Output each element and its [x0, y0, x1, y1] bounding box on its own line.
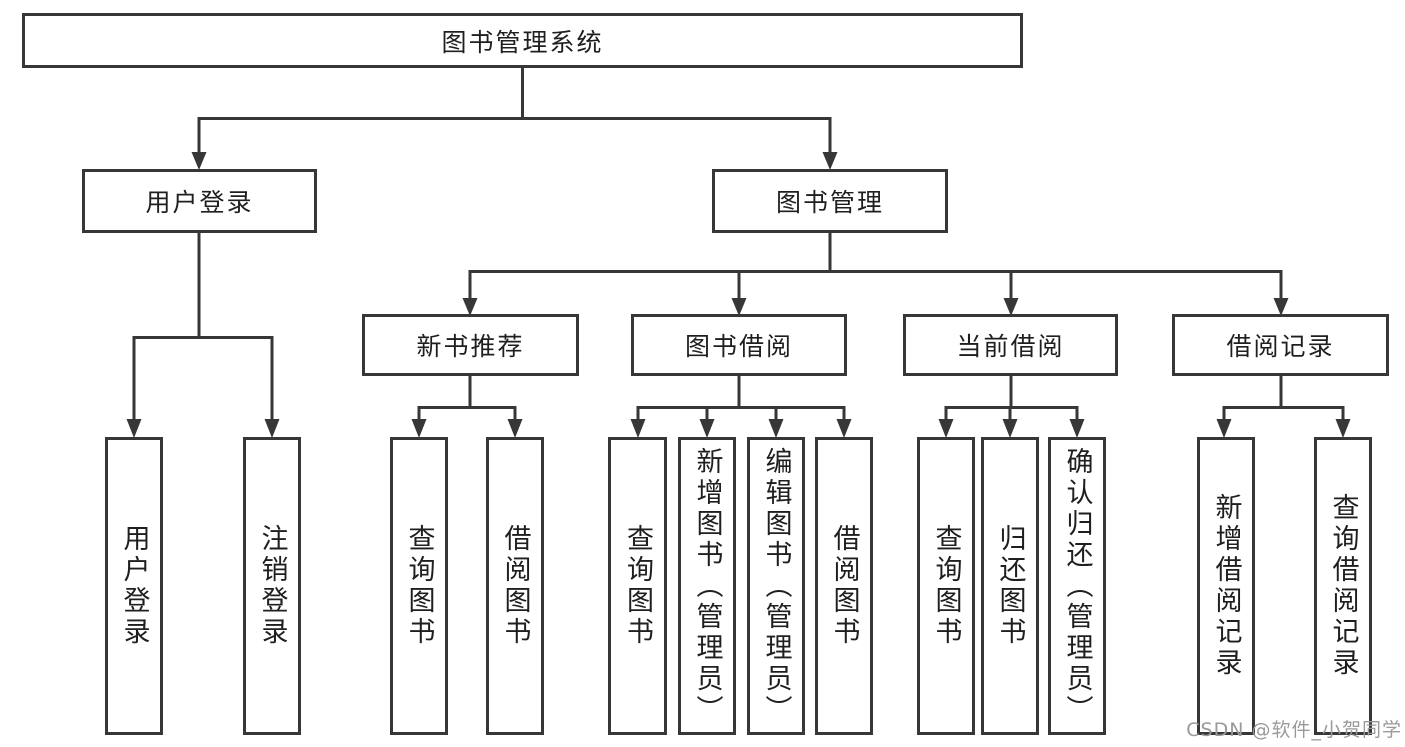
- leaf-query-books-recommend: 查询图书: [390, 437, 448, 735]
- leaf-user-login: 用户登录: [105, 437, 163, 735]
- node-user-login: 用户登录: [82, 169, 317, 233]
- watermark: CSDN @软件_小贺同学: [1186, 719, 1402, 741]
- node-book-borrowing: 图书借阅: [631, 314, 847, 376]
- node-borrow-records: 借阅记录: [1172, 314, 1389, 376]
- node-root: 图书管理系统: [22, 13, 1023, 68]
- leaf-confirm-return-admin: 确认归还（管理员）: [1048, 437, 1106, 735]
- leaf-query-books-borrowing: 查询图书: [608, 437, 667, 735]
- leaf-query-books-current: 查询图书: [917, 437, 975, 735]
- leaf-add-borrow-record: 新增借阅记录: [1197, 437, 1255, 735]
- leaf-borrow-books-borrowing: 借阅图书: [815, 437, 873, 735]
- leaf-return-books: 归还图书: [981, 437, 1039, 735]
- leaf-query-borrow-record: 查询借阅记录: [1314, 437, 1372, 735]
- node-book-management: 图书管理: [712, 169, 948, 233]
- node-new-book-recommend: 新书推荐: [362, 314, 579, 376]
- leaf-edit-books-admin: 编辑图书（管理员）: [747, 437, 805, 735]
- node-current-borrowing: 当前借阅: [903, 314, 1118, 376]
- leaf-logout-login: 注销登录: [243, 437, 301, 735]
- leaf-borrow-books-recommend: 借阅图书: [486, 437, 544, 735]
- leaf-add-books-admin: 新增图书（管理员）: [678, 437, 736, 735]
